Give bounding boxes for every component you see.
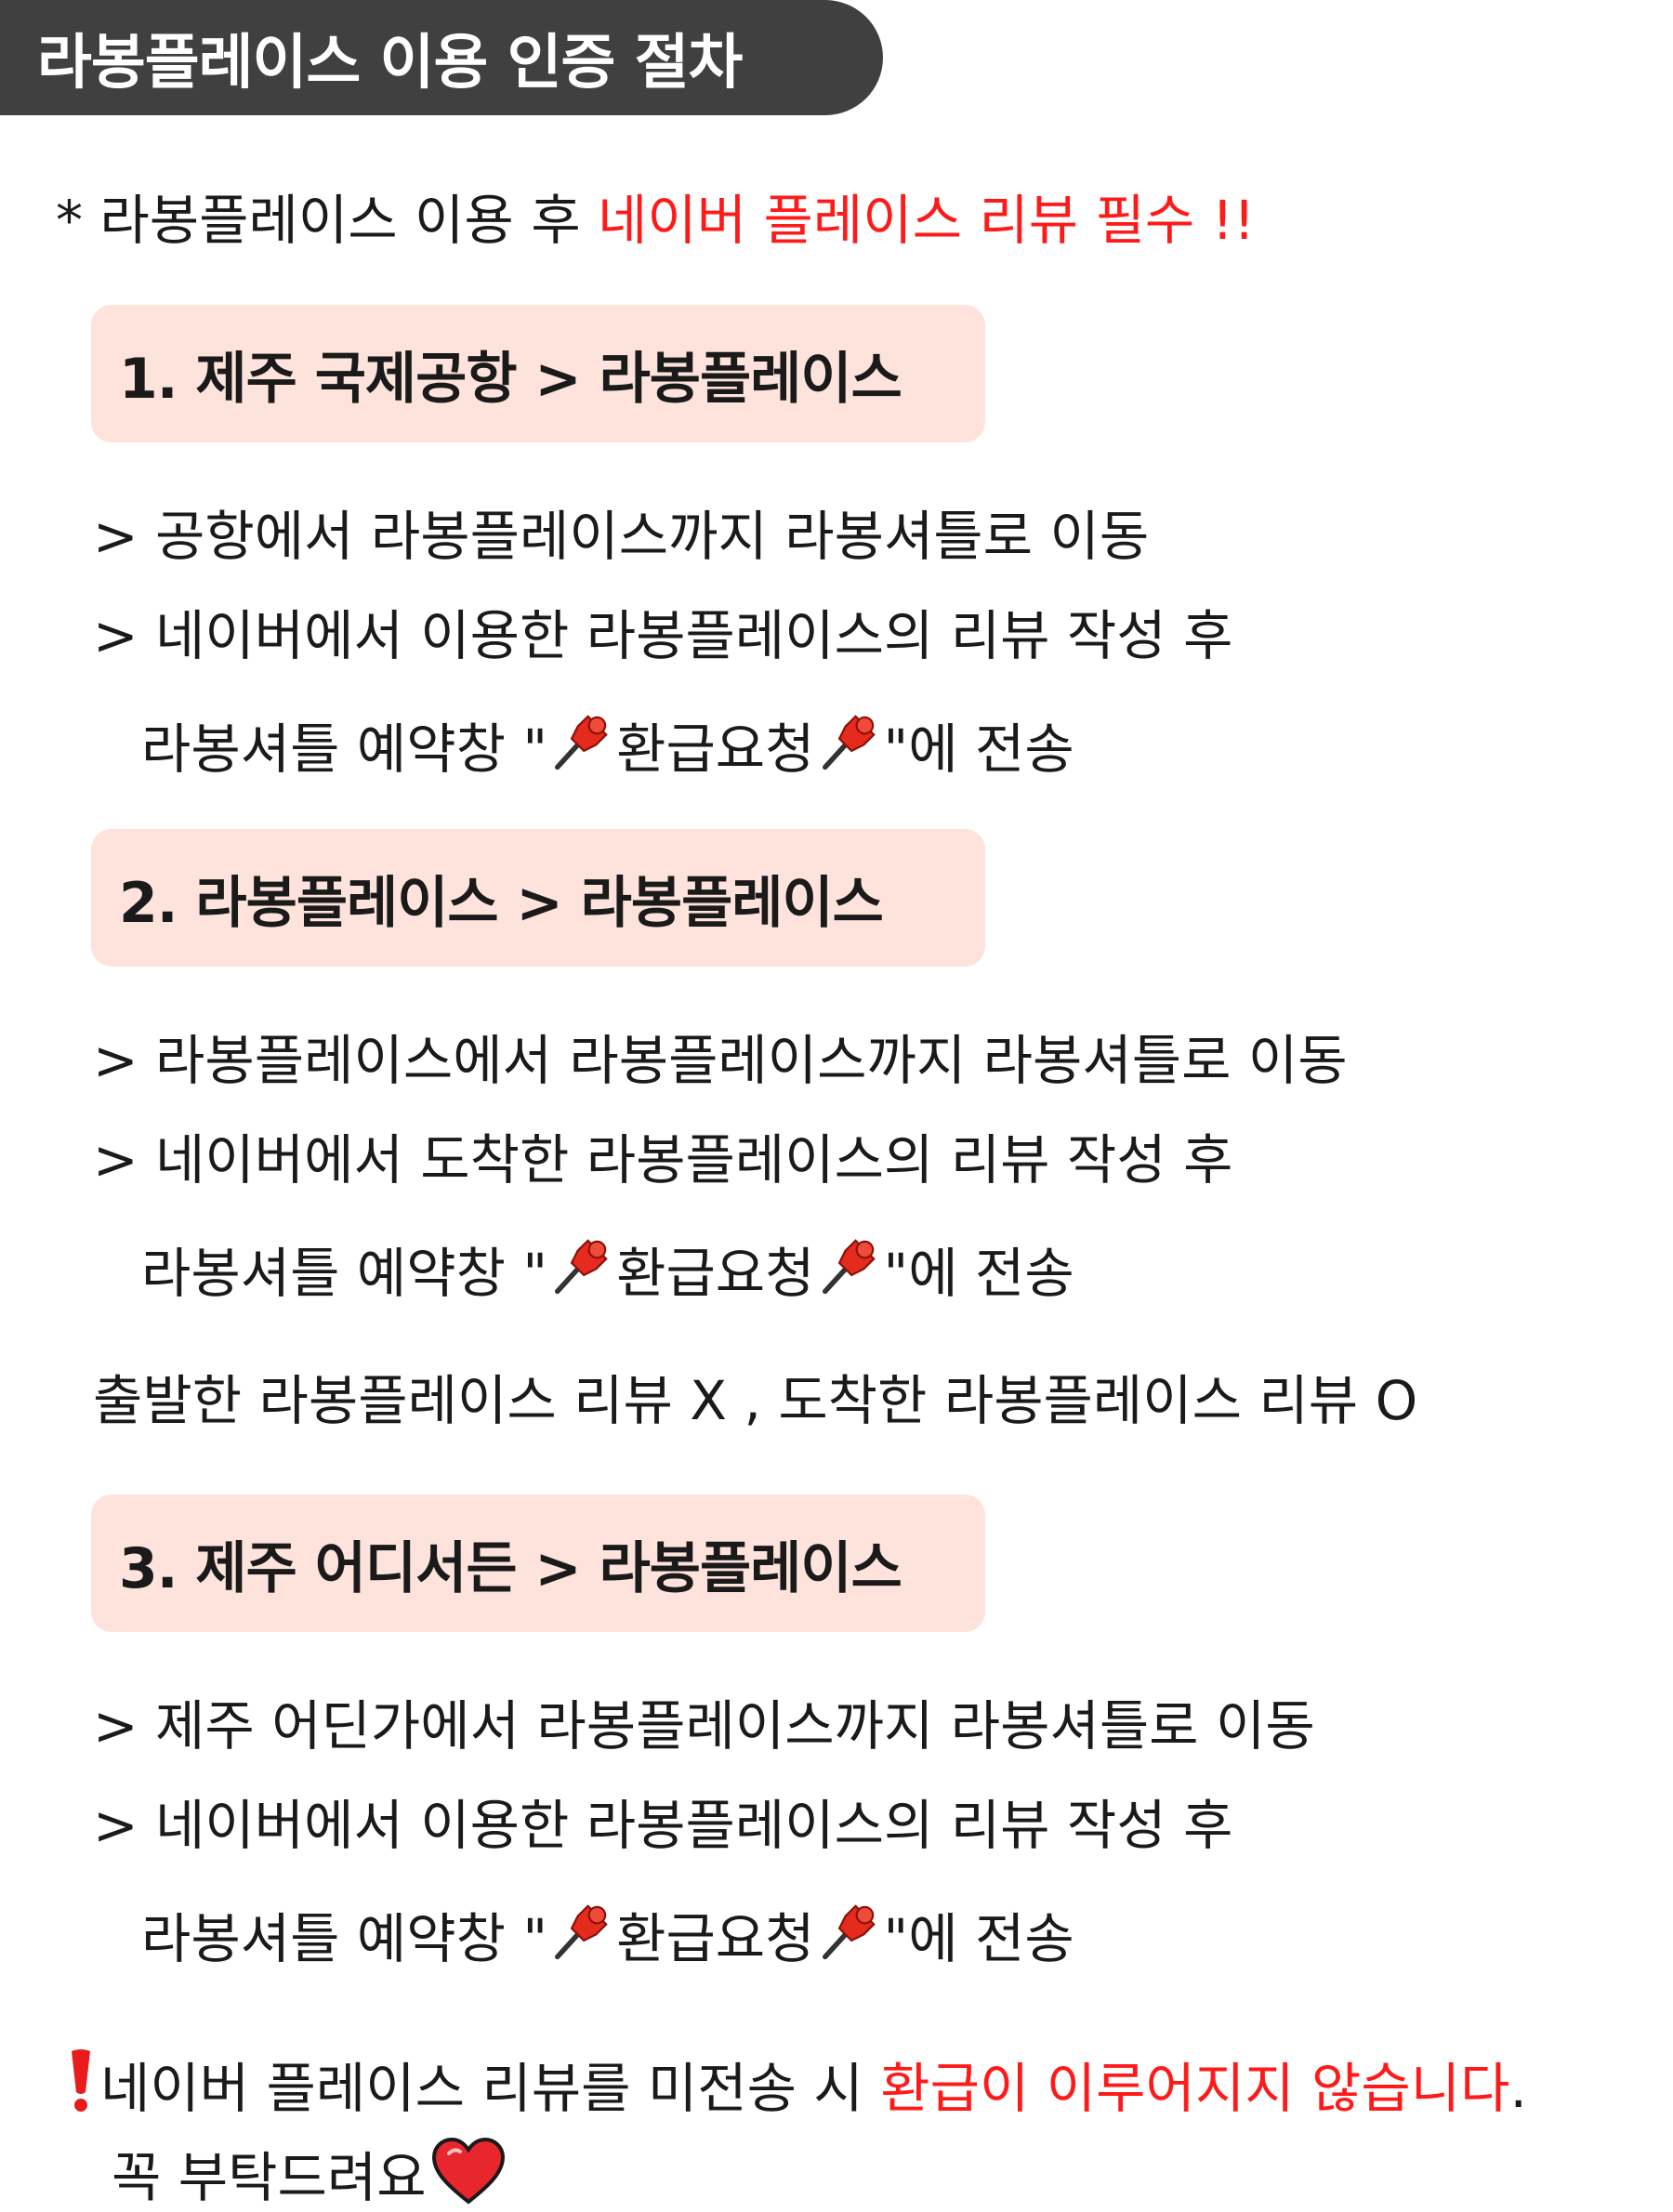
step-1-line-3-pin-text: 환급요청 [616,718,815,781]
page-title: 라봉플레이스 이용 인증 절차 [37,29,743,98]
step-1-heading-box: 1. 제주 국제공항 > 라봉플레이스 [91,305,985,442]
step-1-line-3-suffix: "에 전송 [883,718,1074,781]
step-3-line-1: > 제주 어딘가에서 라봉플레이스까지 라봉셔틀로 이동 [93,1694,1315,1758]
step-1-line-2: > 네이버에서 이용한 라봉플레이스의 리뷰 작성 후 [93,604,1233,667]
step-2-heading: 2. 라봉플레이스 > 라봉플레이스 [119,870,884,936]
step-3-line-2: > 네이버에서 이용한 라봉플레이스의 리뷰 작성 후 [93,1794,1233,1857]
heart-icon [431,2137,505,2205]
warning-line-2: 꼭 부탁드려요 [112,2134,507,2212]
pushpin-icon [555,715,608,770]
note-prefix: * 라봉플레이스 이용 후 [56,189,598,252]
pushpin-icon [555,1239,608,1295]
step-2-extra-note: 출발한 라봉플레이스 리뷰 X , 도착한 라봉플레이스 리뷰 O [93,1369,1418,1432]
title-banner: 라봉플레이스 이용 인증 절차 [0,0,883,115]
step-1-heading: 1. 제주 국제공항 > 라봉플레이스 [119,346,902,412]
step-2-line-3-suffix: "에 전송 [883,1242,1074,1305]
step-2-line-3-pin-text: 환급요청 [616,1242,815,1305]
pushpin-icon [822,1239,876,1295]
warning-line-1: 네이버 플레이스 리뷰를 미전송 시 환급이 이루어지지 않습니다. [67,2045,1527,2123]
pushpin-icon [822,1904,876,1960]
exclamation-icon [72,2049,90,2112]
note-highlight: 네이버 플레이스 리뷰 필수 !! [598,189,1256,252]
review-required-note: * 라봉플레이스 이용 후 네이버 플레이스 리뷰 필수 !! [56,177,1255,255]
warning-highlight: 환급이 이루어지지 않습니다 [880,2057,1510,2120]
step-3-line-3-pin-text: 환급요청 [616,1907,815,1970]
step-1-line-1: > 공항에서 라봉플레이스까지 라봉셔틀로 이동 [93,505,1150,568]
step-2-line-2: > 네이버에서 도착한 라봉플레이스의 리뷰 작성 후 [93,1128,1233,1192]
step-3-line-3-prefix: 라봉셔틀 예약창 " [141,1907,548,1970]
step-1-line-3: 라봉셔틀 예약창 "환급요청"에 전송 [141,708,1074,776]
warning-please: 꼭 부탁드려요 [112,2146,427,2209]
step-2-line-3-prefix: 라봉셔틀 예약창 " [141,1242,548,1305]
pushpin-icon [822,715,876,770]
step-3-line-3: 라봉셔틀 예약창 "환급요청"에 전송 [141,1898,1074,1966]
step-2-line-1: > 라봉플레이스에서 라봉플레이스까지 라봉셔틀로 이동 [93,1029,1348,1092]
step-3-heading-box: 3. 제주 어디서든 > 라봉플레이스 [91,1494,985,1632]
step-2-line-3: 라봉셔틀 예약창 "환급요청"에 전송 [141,1232,1074,1300]
pushpin-icon [555,1904,608,1960]
step-3-heading: 3. 제주 어디서든 > 라봉플레이스 [119,1535,902,1601]
warning-suffix: . [1509,2057,1527,2120]
step-2-heading-box: 2. 라봉플레이스 > 라봉플레이스 [91,829,985,967]
warning-prefix: 네이버 플레이스 리뷰를 미전송 시 [100,2057,881,2120]
step-3-line-3-suffix: "에 전송 [883,1907,1074,1970]
step-1-line-3-prefix: 라봉셔틀 예약창 " [141,718,548,781]
